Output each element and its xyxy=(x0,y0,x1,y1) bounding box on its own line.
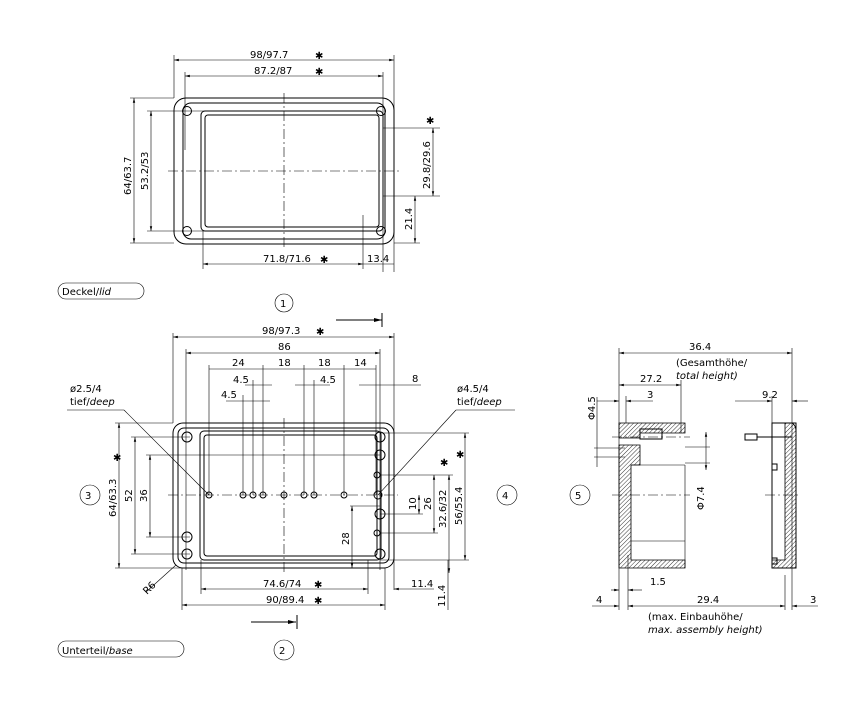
base-view: 98/97.3 ✱ 86 24 18 18 14 4.5 4.5 4.5 8 ø… xyxy=(57,326,518,661)
critical-mark: ✱ xyxy=(426,116,434,127)
critical-mark: ✱ xyxy=(316,327,324,338)
assembly-height-note: (max. Einbauhöhe/ xyxy=(648,612,743,623)
dim-8: 8 xyxy=(412,374,418,385)
screw-hole xyxy=(376,106,386,116)
dim-36: 36 xyxy=(139,489,150,502)
dim-lid-outer-width: 98/97.7 xyxy=(250,50,288,61)
dim-base-outer-width: 98/97.3 xyxy=(262,326,300,337)
dim-18: 18 xyxy=(278,358,291,369)
dim-4.5: 4.5 xyxy=(221,390,237,401)
base-label: Unterteil/base xyxy=(62,646,133,657)
dim-27.2: 27.2 xyxy=(640,374,662,385)
dim-3: 3 xyxy=(810,595,816,606)
dim-28: 28 xyxy=(341,532,352,545)
hole-right-depth: tief/deep xyxy=(457,397,502,408)
dim-11.4: 11.4 xyxy=(411,579,433,590)
dim-base-bottom-inner: 74.6/74 xyxy=(263,579,301,590)
dim-lid-outer-height: 64/63.7 xyxy=(123,157,134,195)
dim-base-86: 86 xyxy=(278,342,291,353)
dim-9.2: 9.2 xyxy=(762,390,778,401)
dim-1.5: 1.5 xyxy=(650,577,666,588)
lid-label: Deckel/lid xyxy=(62,287,112,298)
dim-radius: R6 xyxy=(141,580,158,597)
dim-lid-right-lower: 21.4 xyxy=(404,208,415,230)
dim-10: 10 xyxy=(408,497,419,510)
dim-lid-right-span: 29.8/29.6 xyxy=(422,141,433,189)
dim-diameter-4.5: Φ4.5 xyxy=(587,396,598,420)
dim-lid-bottom-right: 13.4 xyxy=(367,254,389,265)
dim-26: 26 xyxy=(423,497,434,510)
dim-14: 14 xyxy=(354,358,367,369)
dim-3: 3 xyxy=(647,390,653,401)
dim-lid-bottom-width: 71.8/71.6 xyxy=(263,254,311,265)
dim-32.6: 32.6/32 xyxy=(438,490,449,528)
view-number-4: 4 xyxy=(502,491,508,502)
hole-right-note: ø4.5/4 xyxy=(457,384,489,395)
screw-hole xyxy=(376,226,386,236)
critical-mark: ✱ xyxy=(315,67,323,78)
hole-left-depth: tief/deep xyxy=(70,397,115,408)
dim-base-bottom-outer: 90/89.4 xyxy=(266,595,304,606)
critical-mark: ✱ xyxy=(113,453,121,464)
dim-4.5: 4.5 xyxy=(233,375,249,386)
base-inner xyxy=(199,430,382,561)
dim-29.4: 29.4 xyxy=(697,595,719,606)
total-height-note: (Gesamthöhe/ xyxy=(676,358,748,369)
dim-56: 56/55.4 xyxy=(454,487,465,525)
critical-mark: ✱ xyxy=(456,450,464,461)
view-number-1: 1 xyxy=(280,299,286,310)
dim-18: 18 xyxy=(318,358,331,369)
critical-mark: ✱ xyxy=(440,458,448,469)
view-number-2: 2 xyxy=(279,646,285,657)
view-number-3: 3 xyxy=(85,491,91,502)
dim-4: 4 xyxy=(596,595,602,606)
assembly-height-note-en: max. assembly height) xyxy=(648,625,763,636)
section-view: 36.4 (Gesamthöhe/ total height) 27.2 3 9… xyxy=(569,342,818,636)
dim-lid-inner-height: 53.2/53 xyxy=(140,152,151,190)
critical-mark: ✱ xyxy=(315,51,323,62)
dim-24: 24 xyxy=(232,358,245,369)
dim-52: 52 xyxy=(124,489,135,502)
critical-mark: ✱ xyxy=(320,255,328,266)
dim-4.5: 4.5 xyxy=(320,375,336,386)
hole-left-note: ø2.5/4 xyxy=(70,384,102,395)
dim-diameter-7.4: Φ7.4 xyxy=(696,486,707,510)
critical-mark: ✱ xyxy=(314,580,322,591)
dim-total-height: 36.4 xyxy=(689,342,711,353)
critical-mark: ✱ xyxy=(314,596,322,607)
dim-lid-inner-width: 87.2/87 xyxy=(254,66,292,77)
lid-view: 98/97.7 ✱ 87.2/87 ✱ 64/63.7 53.2/53 29.8… xyxy=(57,50,440,313)
view-number-5: 5 xyxy=(575,491,581,502)
total-height-note-en: total height) xyxy=(676,371,738,382)
dim-base-outer-height: 64/63.3 xyxy=(108,479,119,517)
dim-11.4: 11.4 xyxy=(437,585,448,607)
